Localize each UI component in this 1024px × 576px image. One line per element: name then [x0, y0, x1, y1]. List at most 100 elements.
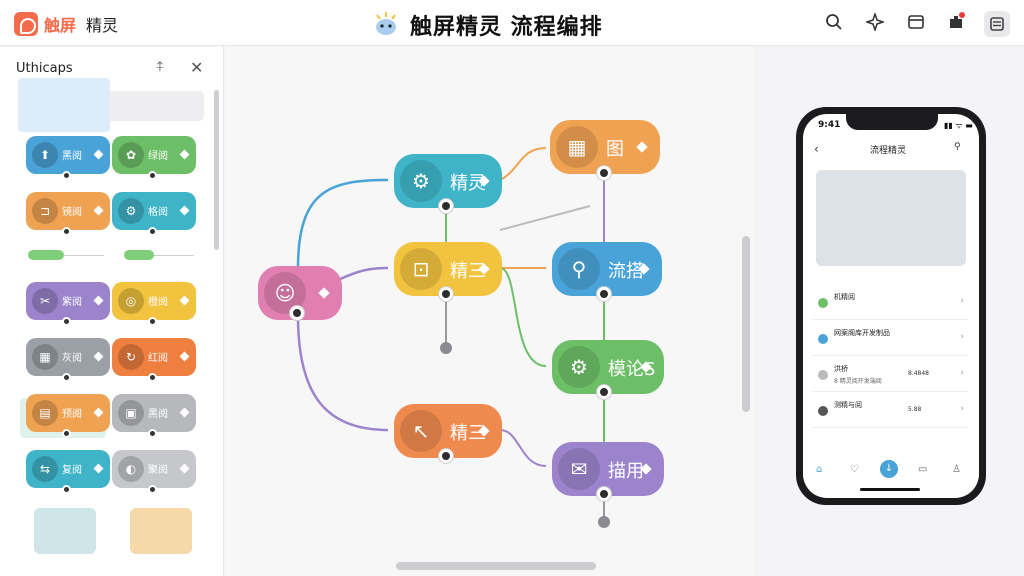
item-icon — [818, 298, 828, 308]
tile-port — [148, 485, 157, 494]
arrow-up-icon: ⬆ — [32, 142, 58, 168]
doc-icon: ▤ — [32, 400, 58, 426]
component-tile[interactable]: ⊐镜阅 — [26, 192, 110, 236]
notification-dot — [959, 12, 965, 18]
dark-icon: ▣ — [118, 400, 144, 426]
menu-icon — [990, 17, 1004, 31]
cursor-icon: ↖ — [400, 410, 442, 452]
diamond-icon — [93, 351, 104, 362]
heart-tab-icon[interactable]: ♡ — [850, 464, 859, 475]
tile-port — [62, 485, 71, 494]
top-bar — [0, 0, 1024, 46]
diamond-icon — [179, 463, 190, 474]
home-tab-icon[interactable]: ⌂ — [816, 464, 823, 475]
pin-icon[interactable]: ⍏ — [156, 59, 165, 75]
item-title: 机精阅 — [834, 293, 855, 301]
grid-icon: ▦ — [32, 344, 58, 370]
template-thumbnail[interactable] — [34, 508, 96, 554]
search-icon[interactable] — [824, 13, 844, 33]
share-icon[interactable]: ⚲ — [954, 142, 961, 152]
panel-scrollbar[interactable] — [214, 90, 219, 250]
app-logo — [14, 12, 38, 36]
tile-port — [148, 317, 157, 326]
template-thumbnail[interactable] — [130, 508, 192, 554]
node-port[interactable] — [597, 166, 611, 180]
palette-icon: ◐ — [118, 456, 144, 482]
phone-list-item[interactable]: 测精与阅 5.88 › — [812, 394, 968, 428]
node-port[interactable] — [290, 306, 304, 320]
component-tile[interactable]: ✂ 紫阅 — [26, 282, 110, 326]
component-tile[interactable]: ⬆ 黑阅 — [26, 136, 110, 180]
tile-label: 黑阅 — [62, 151, 82, 162]
scissors-icon: ✂ — [32, 288, 58, 314]
tile-port — [62, 227, 71, 236]
plugin-icon[interactable] — [946, 13, 966, 33]
close-icon[interactable]: ✕ — [190, 58, 204, 77]
canvas-horizontal-scrollbar[interactable] — [396, 562, 596, 570]
component-tile[interactable]: ▤预阅 — [26, 394, 110, 438]
tile-port — [62, 171, 71, 180]
connector-line — [154, 255, 194, 256]
tile-port — [62, 429, 71, 438]
diamond-icon — [93, 407, 104, 418]
tile-label: 格阅 — [148, 207, 168, 218]
bracket-icon: ⊡ — [400, 248, 442, 290]
component-tile[interactable]: ⇆复阅 — [26, 450, 110, 494]
flow-node[interactable]: ⊡精三 — [394, 242, 502, 296]
node-port[interactable] — [597, 487, 611, 501]
tile-port — [148, 227, 157, 236]
diamond-icon — [179, 295, 190, 306]
diamond-icon — [93, 295, 104, 306]
tile-label: 紫阅 — [62, 297, 82, 308]
center-tab-icon[interactable]: ↓ — [880, 460, 898, 478]
node-port[interactable] — [597, 287, 611, 301]
connector-bar — [28, 250, 64, 260]
tile-label: 灰阅 — [62, 353, 82, 364]
component-tile[interactable]: ✿ 绿阅 — [112, 136, 196, 180]
component-tile[interactable]: ⚙格阅 — [112, 192, 196, 236]
component-tile[interactable]: ▣黑阅 — [112, 394, 196, 438]
item-subtitle: 8 精灵阅开发端阅 — [834, 378, 882, 385]
item-icon — [818, 334, 828, 344]
phone-list-item[interactable]: 洪桥 8 精灵阅开发端阅 8.4848 › — [812, 358, 968, 392]
node-label: 精灵 — [450, 173, 486, 194]
back-icon[interactable]: ‹ — [814, 142, 819, 156]
node-port[interactable] — [439, 287, 453, 301]
component-tile[interactable]: ↻红阅 — [112, 338, 196, 382]
phone-title: 流程精灵 — [870, 146, 907, 156]
node-label: 精三 — [450, 423, 486, 444]
phone-list-item[interactable]: 网案阁库开发制品 › — [812, 322, 968, 356]
profile-tab-icon[interactable]: ♙ — [952, 464, 961, 475]
component-tile[interactable]: ◎橙阅 — [112, 282, 196, 326]
flow-node[interactable]: ⚙模论S — [552, 340, 664, 394]
diamond-icon — [93, 205, 104, 216]
search-icon: ⚲ — [558, 248, 600, 290]
start-node[interactable]: ☺ — [258, 266, 342, 320]
canvas-vertical-scrollbar[interactable] — [742, 236, 750, 412]
layers-icon: ▦ — [556, 126, 598, 168]
page-title: 触屏精灵 流程编排 — [410, 15, 603, 40]
phone-time: 9:41 — [818, 120, 841, 130]
menu-button[interactable] — [984, 11, 1010, 37]
flow-node[interactable]: ▦图 — [550, 120, 660, 174]
sparkle-icon[interactable] — [864, 11, 886, 33]
component-tile[interactable]: ◐聚阅 — [112, 450, 196, 494]
node-port[interactable] — [439, 449, 453, 463]
tile-label: 绿阅 — [148, 151, 168, 162]
node-port[interactable] — [597, 385, 611, 399]
node-label: 流搭 — [608, 261, 644, 282]
tile-port — [148, 429, 157, 438]
chevron-right-icon: › — [960, 332, 964, 342]
flower-icon: ✿ — [118, 142, 144, 168]
diamond-icon — [636, 141, 648, 153]
tag-icon: ⊐ — [32, 198, 58, 224]
item-value: 8.4848 — [908, 370, 929, 377]
node-port[interactable] — [439, 199, 453, 213]
window-icon[interactable] — [906, 13, 926, 33]
flow-node[interactable]: ✉描用 — [552, 442, 664, 496]
folder-tab-icon[interactable]: ▭ — [918, 464, 928, 475]
component-tile[interactable]: ▦ 灰阅 — [26, 338, 110, 382]
diamond-icon — [93, 463, 104, 474]
target-icon: ◎ — [118, 288, 144, 314]
phone-list-item[interactable]: 机精阅 › — [812, 286, 968, 320]
